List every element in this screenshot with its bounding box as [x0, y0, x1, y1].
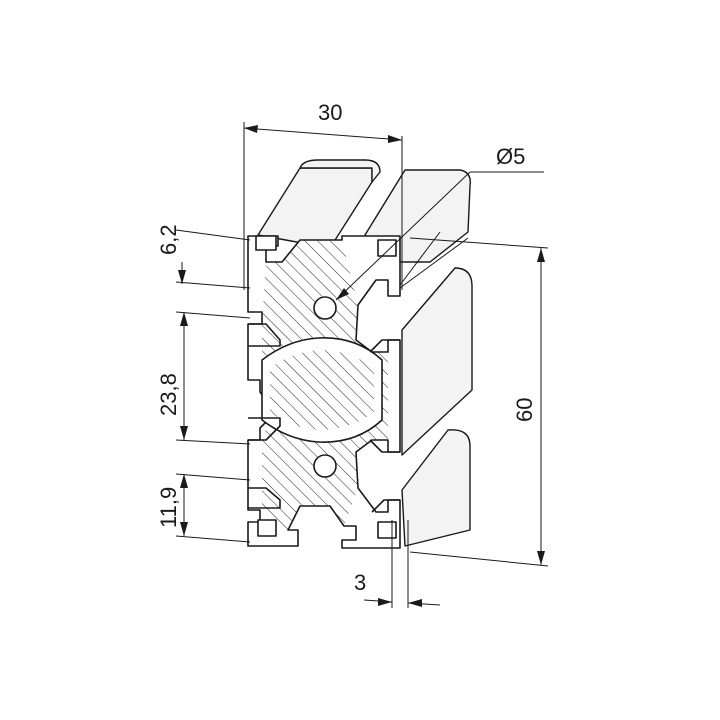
dimension-lines: [175, 122, 549, 608]
slot-edge-label: 11,9: [156, 487, 181, 528]
slot-offset-label: 6,2: [156, 224, 181, 255]
slot-spacing-label: 23,8: [156, 373, 181, 416]
bore-label: Ø5: [496, 144, 525, 169]
height-label: 60: [512, 398, 537, 422]
profile-cross-section: [247, 235, 401, 549]
profile-extrusion: [257, 159, 473, 547]
width-label: 30: [318, 100, 342, 125]
wall-label: 3: [354, 570, 366, 595]
